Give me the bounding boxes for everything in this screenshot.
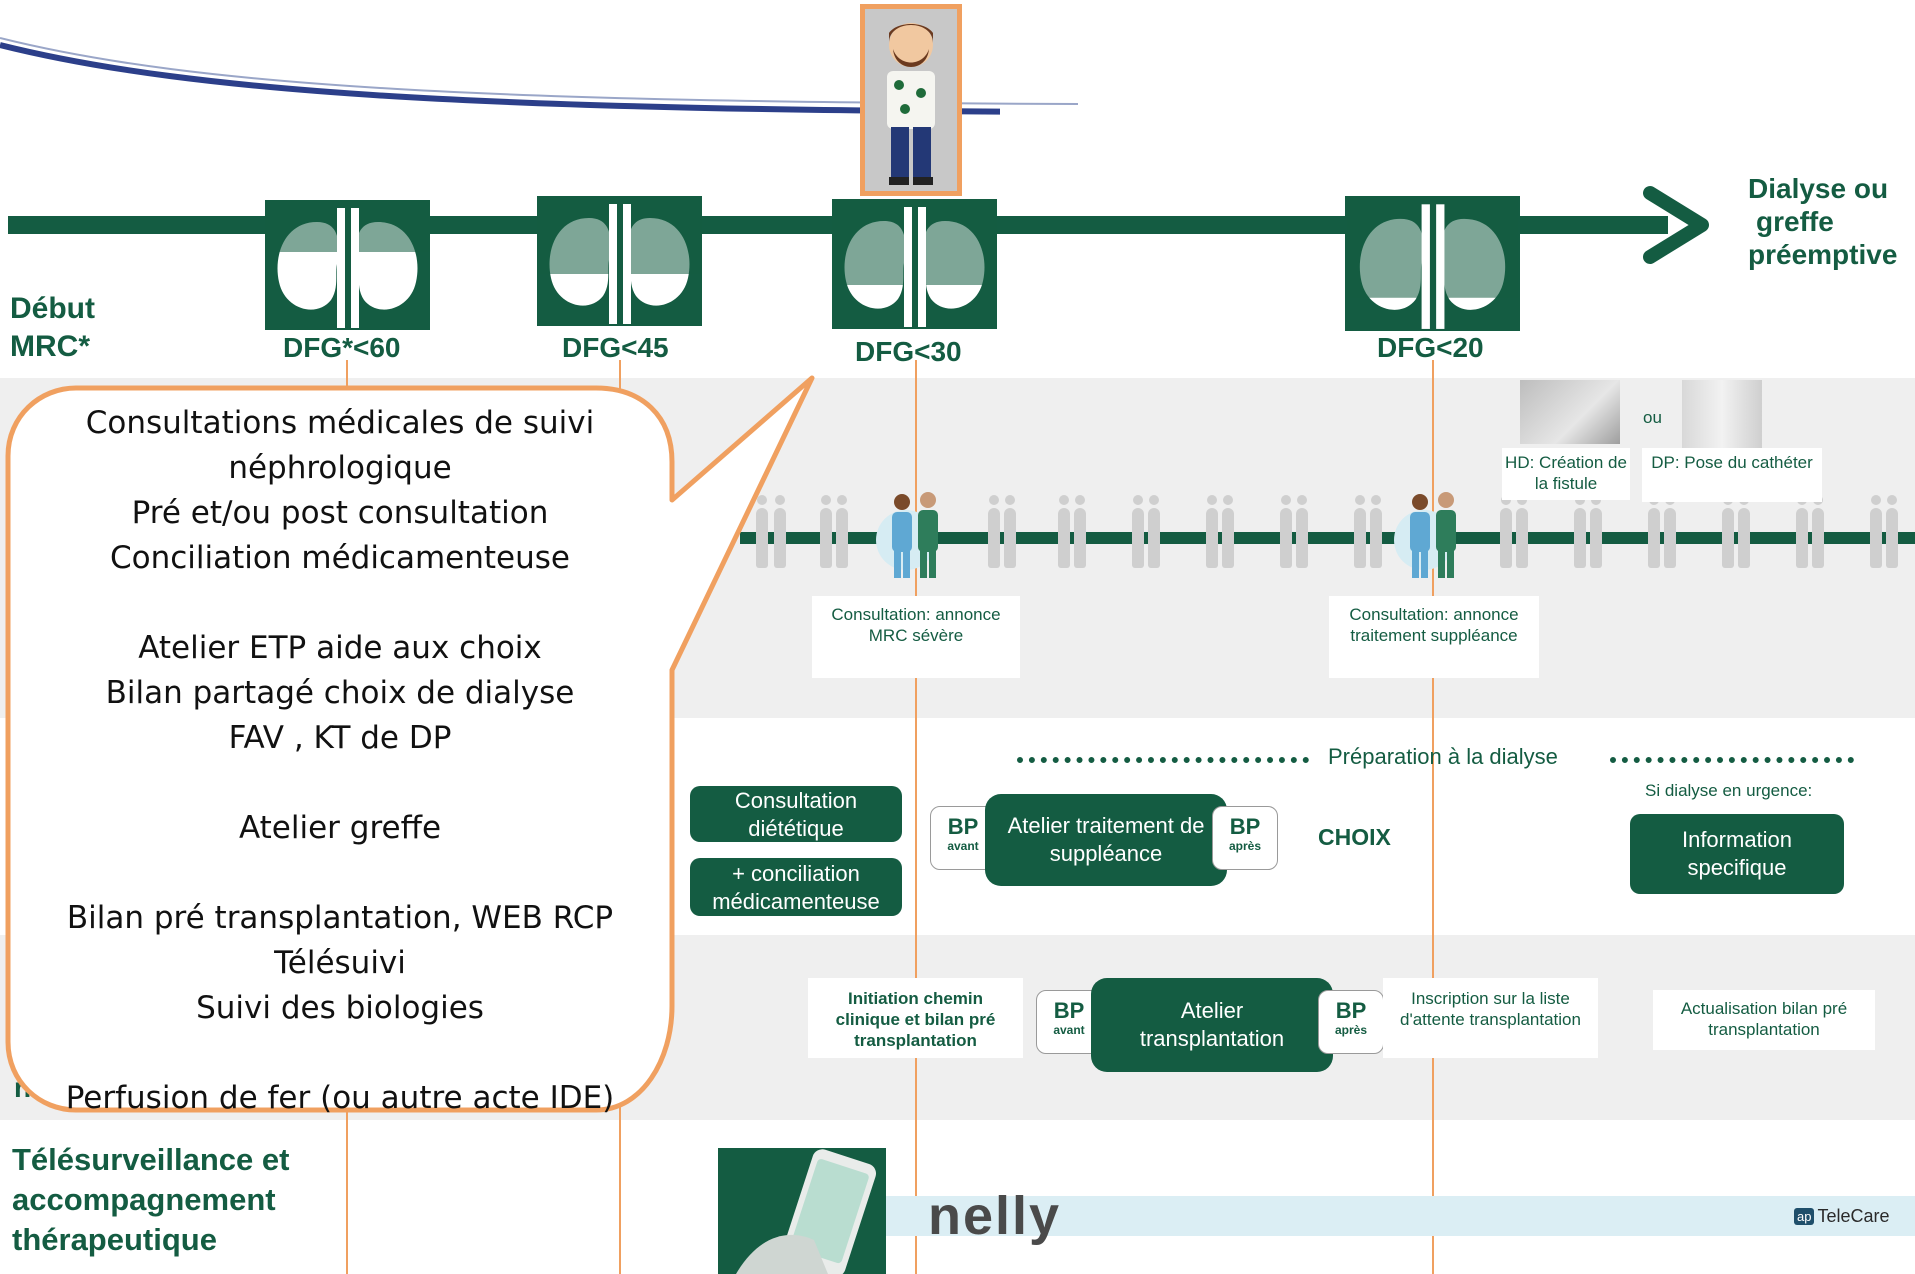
inscription-liste-attente: Inscription sur la liste d'attente trans… bbox=[1383, 978, 1598, 1058]
timeline-end-label: Dialyse ou greffe préemptive bbox=[1748, 173, 1898, 270]
header-swoosh bbox=[0, 37, 1079, 118]
stage-label: DFG<30 bbox=[855, 336, 962, 367]
doctor-pair-icon bbox=[1394, 492, 1456, 578]
or-label: ou bbox=[1643, 408, 1662, 427]
kidney-icon bbox=[1345, 196, 1520, 331]
timeline-start-label: Début MRC* bbox=[10, 292, 95, 363]
telesurveillance-label: Télésurveillance et accompagnement théra… bbox=[12, 1142, 290, 1257]
information-specifique-button[interactable]: Information specifique bbox=[1630, 814, 1844, 894]
telesurveillance-bar bbox=[884, 1196, 1915, 1236]
nelly-logo: nelly bbox=[928, 1186, 1062, 1246]
dp-catheter-label: DP: Pose du cathéter bbox=[1642, 448, 1822, 502]
consultation-dietetique-button[interactable]: Consultation diététique bbox=[690, 786, 902, 842]
telecare-label: TeleCare bbox=[1817, 1206, 1890, 1226]
kidney-icon bbox=[537, 196, 702, 326]
doctor-pair-icon bbox=[876, 492, 938, 578]
stage-label: DFG<20 bbox=[1377, 332, 1484, 363]
phone-image bbox=[718, 1148, 886, 1274]
preparation-dotted-right bbox=[1610, 757, 1854, 763]
choix-label: CHOIX bbox=[1318, 824, 1391, 850]
preparation-dotted-left bbox=[1017, 757, 1309, 763]
telecare-logo: ap TeleCare bbox=[1794, 1206, 1890, 1227]
staff-line bbox=[740, 532, 1915, 544]
patient-figure bbox=[860, 4, 962, 196]
catheter-image bbox=[1682, 380, 1762, 448]
consultation-mrc-severe: Consultation: annonce MRC sévère bbox=[812, 596, 1020, 678]
fistula-image bbox=[1520, 380, 1620, 444]
atelier-transplantation-button[interactable]: Atelier transplantation bbox=[1091, 978, 1333, 1072]
kidney-icon bbox=[265, 200, 430, 330]
atelier-suppleance-button[interactable]: Atelier traitement de suppléance bbox=[985, 794, 1227, 886]
hd-fistule-label: HD: Création de la fistule bbox=[1502, 448, 1630, 500]
conciliation-button[interactable]: + conciliation médicamenteuse bbox=[690, 858, 902, 916]
speech-bubble-text: Consultations médicales de suivi néphrol… bbox=[65, 405, 615, 1116]
timeline-arrow-head bbox=[1643, 186, 1709, 264]
stage-label: DFG*<60 bbox=[283, 332, 401, 363]
guide-line-20 bbox=[1432, 360, 1434, 1274]
initiation-chemin-clinique: Initiation chemin clinique et bilan pré … bbox=[808, 978, 1023, 1058]
urgence-label: Si dialyse en urgence: bbox=[1645, 781, 1813, 800]
telecare-icon: ap bbox=[1794, 1208, 1815, 1225]
guide-line-30 bbox=[915, 360, 917, 1274]
kidney-icon bbox=[832, 199, 997, 329]
stage-label: DFG<45 bbox=[562, 332, 669, 363]
speech-bubble bbox=[5, 375, 815, 1113]
preparation-label: Préparation à la dialyse bbox=[1328, 744, 1558, 769]
staff-figures bbox=[740, 495, 1915, 578]
consultation-traitement-suppleance: Consultation: annonce traitement suppléa… bbox=[1329, 596, 1539, 678]
actualisation-bilan: Actualisation bilan pré transplantation bbox=[1653, 990, 1875, 1050]
